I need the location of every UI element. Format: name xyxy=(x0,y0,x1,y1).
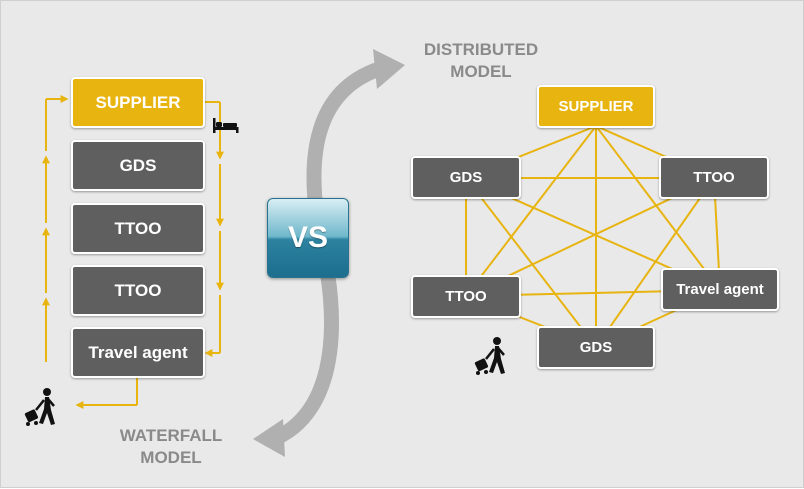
curved-arrow-head-top xyxy=(373,49,405,89)
distributed-travel-agent-box: Travel agent xyxy=(661,268,779,311)
traveler-icon xyxy=(24,388,55,426)
waterfall-travel-agent-box: Travel agent xyxy=(71,327,205,378)
distributed-title-line2: MODEL xyxy=(450,62,512,81)
waterfall-title-line2: MODEL xyxy=(140,448,202,467)
distributed-model-title: DISTRIBUTED MODEL xyxy=(401,39,561,83)
distributed-ttoo-box-2: TTOO xyxy=(411,275,521,318)
waterfall-down-arrows xyxy=(204,101,224,357)
waterfall-ttoo-box-2: TTOO xyxy=(71,265,205,316)
vs-badge: VS xyxy=(267,198,349,278)
waterfall-model-title: WATERFALL MODEL xyxy=(101,425,241,469)
waterfall-gds-box: GDS xyxy=(71,140,205,191)
waterfall-ttoo-box-1: TTOO xyxy=(71,203,205,254)
waterfall-title-line1: WATERFALL xyxy=(119,426,223,445)
distributed-supplier-box: SUPPLIER xyxy=(537,85,655,128)
distributed-ttoo-box-1: TTOO xyxy=(659,156,769,199)
traveler-icon xyxy=(474,337,505,375)
distributed-gds-box-2: GDS xyxy=(537,326,655,369)
distributed-gds-box-1: GDS xyxy=(411,156,521,199)
waterfall-supplier-box: SUPPLIER xyxy=(71,77,205,128)
waterfall-return-arrows xyxy=(42,95,138,409)
curved-arrow-head-bottom xyxy=(253,419,285,457)
bed-icon xyxy=(213,118,239,133)
distributed-title-line1: DISTRIBUTED xyxy=(423,40,539,59)
